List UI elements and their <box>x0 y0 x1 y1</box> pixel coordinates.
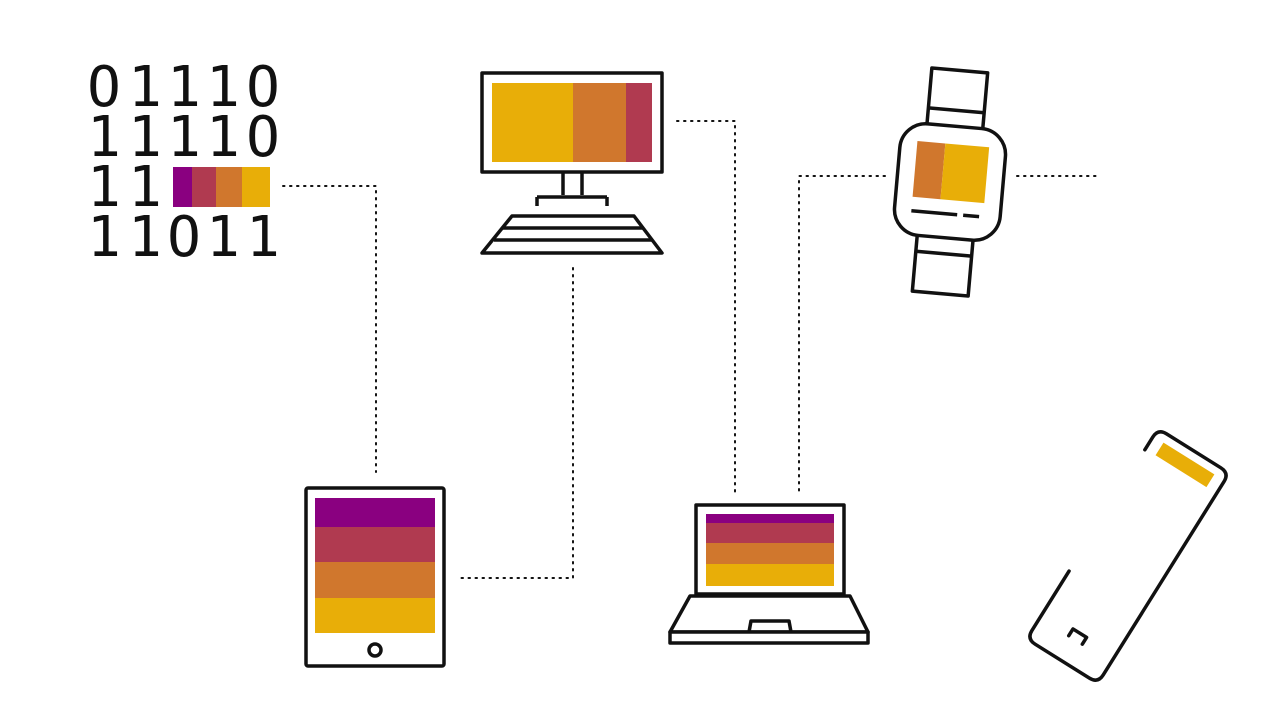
binary-row-1: O 1 1 1 O <box>87 55 280 120</box>
watch-text-line <box>911 208 958 217</box>
connector-watch-to-laptop <box>798 175 886 495</box>
desktop-screen-gold <box>492 83 573 162</box>
binary-row-2: 1 1 1 1 O <box>87 105 280 170</box>
watch-screen-gold <box>940 143 990 204</box>
tablet-screen-crimson <box>315 527 435 562</box>
watch-text-line-short <box>962 213 980 219</box>
binary-digit: O <box>87 55 121 120</box>
connector-strip-to-tablet <box>282 185 377 473</box>
connector-desktop-to-tablet <box>455 267 574 579</box>
binary-digit: 1 <box>128 205 162 270</box>
binary-digit: 1 <box>246 205 280 270</box>
binary-digit: 1 <box>167 55 201 120</box>
binary-digit: 1 <box>87 155 121 220</box>
phone-screen-bar <box>1155 442 1215 488</box>
binary-digit: O <box>167 205 201 270</box>
binary-digit: O <box>246 105 280 170</box>
watch-strap-bottom <box>910 231 975 298</box>
binary-data-block: O 1 1 1 O 1 1 1 1 O 1 1 1 1 O 1 1 <box>87 55 280 270</box>
tablet-screen-orange <box>315 562 435 598</box>
desktop-keyboard <box>480 214 664 255</box>
tablet-icon <box>304 486 446 668</box>
desktop-screen-orange <box>573 83 626 162</box>
laptop-screen-orange <box>706 543 834 564</box>
watch-strap-bottom-notch <box>915 249 972 258</box>
desktop-computer-icon <box>480 71 664 255</box>
laptop-screen-purple <box>706 514 834 523</box>
binary-row-3: 1 1 <box>87 155 162 220</box>
strip-purple-segment <box>173 167 192 207</box>
tablet-screen-gold <box>315 598 435 633</box>
binary-digit: 1 <box>87 105 121 170</box>
strip-orange-segment <box>216 167 242 207</box>
binary-digit: 1 <box>206 105 240 170</box>
connectors <box>282 120 1101 579</box>
tablet-home-button <box>367 642 383 658</box>
binary-digit: 1 <box>128 105 162 170</box>
watch-screen-orange <box>912 141 946 200</box>
binary-digit: 1 <box>128 155 162 220</box>
tablet-screen-purple <box>315 498 435 527</box>
smartwatch-icon <box>892 66 1008 298</box>
laptop-front-edge <box>668 630 870 645</box>
binary-digit: 1 <box>128 55 162 120</box>
phone-home-button <box>1067 627 1089 646</box>
binary-digit: O <box>246 55 280 120</box>
data-strip-icon <box>173 167 270 207</box>
binary-digit: 1 <box>167 105 201 170</box>
binary-digit: 1 <box>206 205 240 270</box>
watch-strap-top-notch <box>928 106 985 115</box>
binary-digit: 1 <box>87 205 121 270</box>
phone-body <box>1028 430 1228 682</box>
binary-digit: 1 <box>206 55 240 120</box>
binary-row-4: 1 1 O 1 1 <box>87 205 280 270</box>
strip-crimson-segment <box>192 167 216 207</box>
desktop-screen-crimson <box>626 83 652 162</box>
strip-gold-segment <box>242 167 270 207</box>
smartphone-icon <box>1028 430 1228 682</box>
watch-strap-top <box>925 66 990 133</box>
laptop-screen-crimson <box>706 523 834 543</box>
laptop-icon <box>668 503 870 645</box>
laptop-screen-gold <box>706 564 834 586</box>
connector-desktop-to-laptop <box>676 120 736 495</box>
